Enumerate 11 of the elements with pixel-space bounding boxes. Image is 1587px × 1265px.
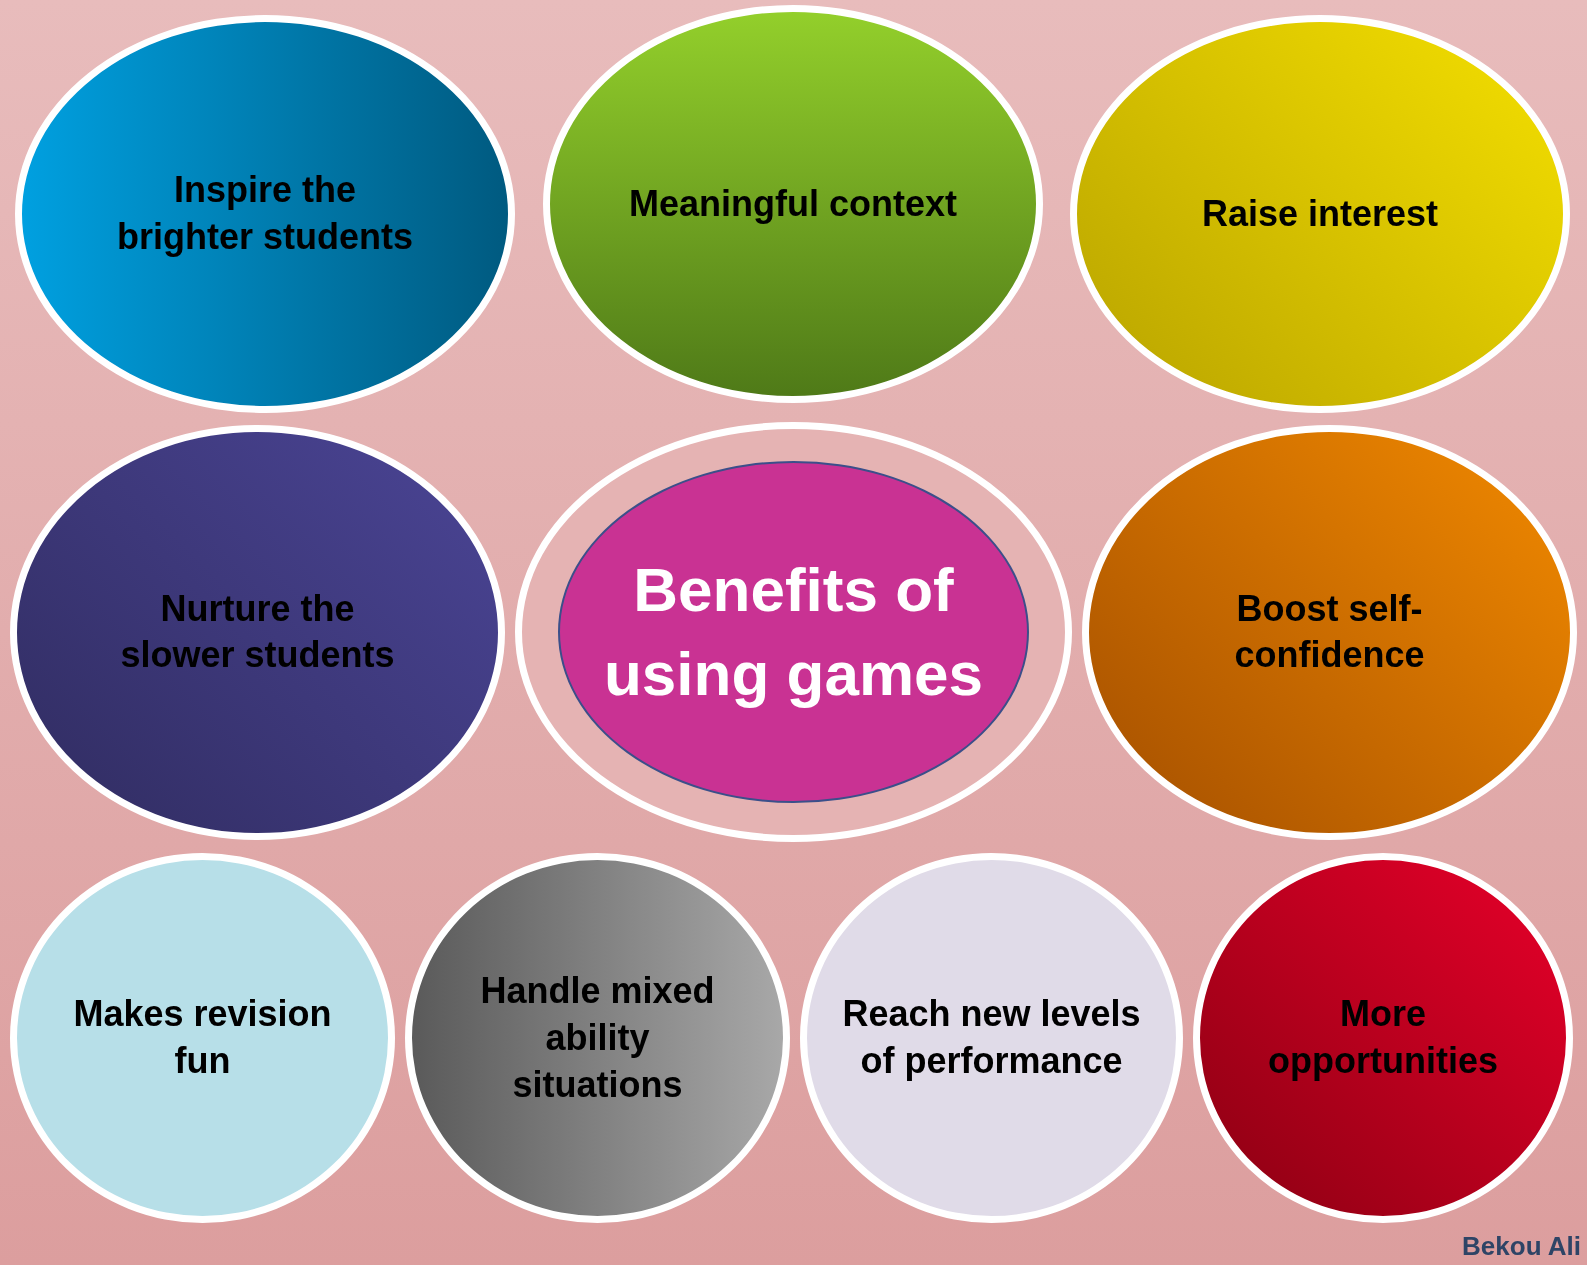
benefit-text: Meaningful context <box>628 181 958 226</box>
benefit-text: Reach new levels of performance <box>841 992 1142 1083</box>
benefit-text: More opportunities <box>1267 992 1499 1083</box>
title-text: Benefits of using games <box>603 554 984 710</box>
benefit-text: Makes revision fun <box>72 992 333 1083</box>
benefit-text: Inspire the brighter students <box>116 168 414 259</box>
benefit-text: Nurture the slower students <box>119 586 396 678</box>
benefit-text: Boost self-confidence <box>1233 586 1426 678</box>
author-credit: Bekou Ali <box>1462 1231 1581 1262</box>
benefit-text: Raise interest <box>1200 191 1440 236</box>
benefit-text: Handle mixed ability situations <box>479 968 716 1107</box>
